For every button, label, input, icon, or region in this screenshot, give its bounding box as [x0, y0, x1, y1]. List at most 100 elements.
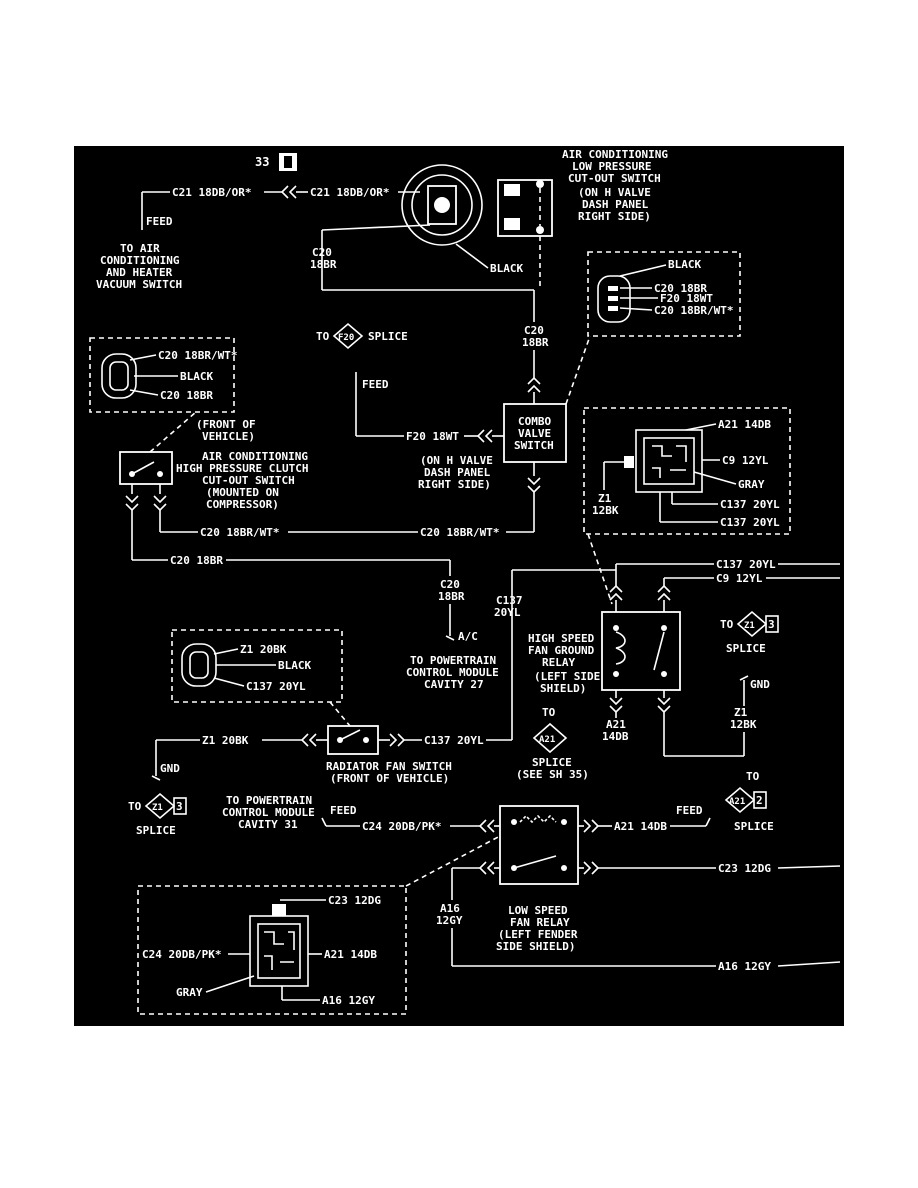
label-to-a21-r: TO — [746, 770, 760, 783]
hp-connector-detail — [89, 337, 235, 413]
label-ac: A/C — [458, 630, 478, 643]
svg-text:CUT-OUT SWITCH: CUT-OUT SWITCH — [202, 474, 295, 487]
svg-text:A21 14DB: A21 14DB — [718, 418, 771, 431]
svg-text:C137 20YL: C137 20YL — [720, 516, 780, 529]
svg-text:C20 18BR: C20 18BR — [654, 282, 707, 295]
lp-switch-connector — [401, 164, 483, 246]
label-z1-20bk: Z1 20BK — [202, 734, 249, 747]
svg-text:BLACK: BLACK — [278, 659, 311, 672]
svg-text:18BR: 18BR — [522, 336, 549, 349]
label-c137-v-1: C137 — [496, 594, 523, 607]
svg-text:Z1: Z1 — [734, 706, 748, 719]
svg-text:GRAY: GRAY — [738, 478, 765, 491]
label-c20-mid-1: C20 — [524, 324, 544, 337]
svg-text:(FRONT OF VEHICLE): (FRONT OF VEHICLE) — [330, 772, 449, 785]
label-gnd-r: GND — [750, 678, 770, 691]
label-combo-black: BLACK — [668, 258, 701, 271]
svg-text:C137 20YL: C137 20YL — [720, 498, 780, 511]
label-front-vehicle-1: (FRONT OF — [196, 418, 256, 431]
svg-text:A21: A21 — [729, 797, 745, 807]
high-speed-fan-relay — [601, 611, 681, 691]
svg-text:12BK: 12BK — [730, 718, 757, 731]
svg-text:VALVE: VALVE — [518, 427, 551, 440]
label-hp-sw-1: AIR CONDITIONING — [202, 450, 308, 463]
svg-text:SPLICE: SPLICE — [136, 824, 176, 837]
svg-text:(SEE SH 35): (SEE SH 35) — [516, 768, 589, 781]
combo-connector-detail — [587, 251, 741, 337]
label-feed-f20: FEED — [362, 378, 389, 391]
diagram-panel — [74, 146, 844, 1026]
svg-text:AND HEATER: AND HEATER — [106, 266, 173, 279]
radiator-fan-switch — [327, 725, 379, 755]
svg-text:Z1: Z1 — [744, 621, 755, 631]
label-c20-18br-long: C20 18BR — [170, 554, 223, 567]
svg-text:18BR: 18BR — [438, 590, 465, 603]
svg-text:C20 18BR/WT*: C20 18BR/WT* — [158, 349, 237, 362]
label-a21-14db-1: A21 — [606, 718, 626, 731]
label-c9-top: C9 12YL — [716, 572, 763, 585]
svg-text:F20: F20 — [338, 333, 354, 343]
label-gnd-l: GND — [160, 762, 180, 775]
label-feed-a21: FEED — [676, 804, 703, 817]
svg-text:18BR: 18BR — [310, 258, 337, 271]
rad-connector-detail — [171, 629, 343, 703]
label-c20-pcm-1: C20 — [440, 578, 460, 591]
svg-text:C137 20YL: C137 20YL — [246, 680, 306, 693]
svg-text:CUT-OUT SWITCH: CUT-OUT SWITCH — [568, 172, 661, 185]
label-c24: C24 20DB/PK* — [362, 820, 441, 833]
svg-text:COMBO: COMBO — [518, 415, 551, 428]
svg-text:Z1: Z1 — [152, 803, 163, 813]
label-a16-1: A16 — [440, 902, 460, 915]
svg-text:VEHICLE): VEHICLE) — [202, 430, 255, 443]
svg-text:(LEFT SIDE: (LEFT SIDE — [534, 670, 600, 683]
svg-text:3: 3 — [176, 800, 183, 813]
label-c20-brwt-2: C20 18BR/WT* — [420, 526, 499, 539]
svg-text:C23 12DG: C23 12DG — [328, 894, 381, 907]
svg-text:SPLICE: SPLICE — [726, 642, 766, 655]
label-lp-switch-1: AIR CONDITIONING — [562, 148, 668, 161]
label-splice-a21-1: SPLICE — [532, 756, 572, 769]
svg-text:CAVITY 27: CAVITY 27 — [424, 678, 484, 691]
label-black-lp: BLACK — [490, 262, 523, 275]
label-hs-1: HIGH SPEED — [528, 632, 595, 645]
connector-c21 — [280, 185, 297, 199]
svg-text:A21 14DB: A21 14DB — [324, 948, 377, 961]
svg-text:14DB: 14DB — [602, 730, 629, 743]
svg-text:A16 12GY: A16 12GY — [322, 994, 375, 1007]
label-to-a21: TO — [542, 706, 556, 719]
svg-text:A21: A21 — [539, 735, 555, 745]
svg-text:C24 20DB/PK*: C24 20DB/PK* — [142, 948, 221, 961]
svg-text:FAN RELAY: FAN RELAY — [510, 916, 570, 929]
svg-text:LOW PRESSURE: LOW PRESSURE — [572, 160, 651, 173]
svg-text:20YL: 20YL — [494, 606, 521, 619]
label-ls-1: LOW SPEED — [508, 904, 568, 917]
label-pcm27-1: TO POWERTRAIN — [410, 654, 496, 667]
svg-text:BLACK: BLACK — [180, 370, 213, 383]
label-to-f20: TO — [316, 330, 330, 343]
svg-text:C9 12YL: C9 12YL — [722, 454, 769, 467]
label-pcm31-1: TO POWERTRAIN — [226, 794, 312, 807]
svg-text:CONTROL MODULE: CONTROL MODULE — [406, 666, 499, 679]
svg-text:(LEFT FENDER: (LEFT FENDER — [498, 928, 578, 941]
label-c137-top: C137 20YL — [716, 558, 776, 571]
label-c21-left: C21 18DB/OR* — [172, 186, 251, 199]
f20-diamond — [332, 322, 364, 350]
svg-text:SHIELD): SHIELD) — [540, 682, 586, 695]
svg-text:COMPRESSOR): COMPRESSOR) — [206, 498, 279, 511]
page-number: 33 — [255, 155, 269, 169]
svg-text:CAVITY 31: CAVITY 31 — [238, 818, 298, 831]
relay-connector-detail — [583, 407, 791, 535]
svg-text:CONTROL MODULE: CONTROL MODULE — [222, 806, 315, 819]
label-hv-1: (ON H VALVE — [420, 454, 493, 467]
svg-text:12BK: 12BK — [592, 504, 619, 517]
svg-text:CONDITIONING: CONDITIONING — [100, 254, 180, 267]
label-a21-relay: A21 14DB — [614, 820, 667, 833]
svg-text:3: 3 — [768, 618, 775, 631]
hp-clutch-switch — [119, 451, 173, 485]
label-c23-12dg: C23 12DG — [718, 862, 771, 875]
svg-text:SIDE SHIELD): SIDE SHIELD) — [496, 940, 575, 953]
svg-text:RELAY: RELAY — [542, 656, 575, 669]
svg-text:2: 2 — [756, 794, 763, 807]
label-feed-top: FEED — [146, 215, 173, 228]
